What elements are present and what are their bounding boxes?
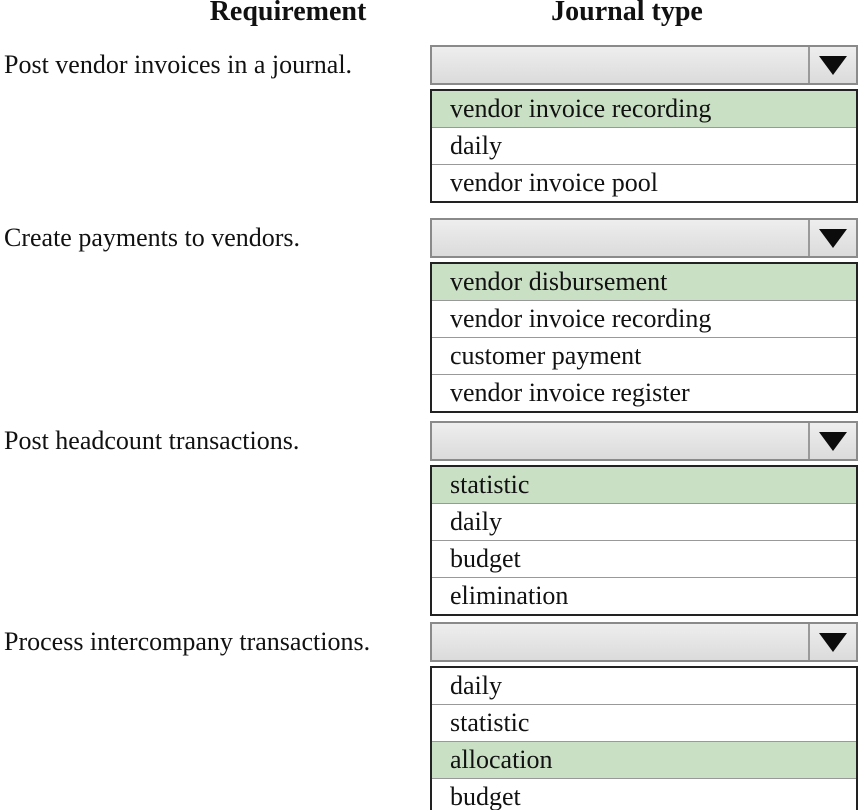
- requirement-label: Post vendor invoices in a journal.: [4, 50, 353, 79]
- dropdown-arrow-button[interactable]: [808, 423, 856, 459]
- journal-type-options-list: daily statistic allocation budget: [430, 666, 858, 810]
- option-vendor-invoice-recording[interactable]: vendor invoice recording: [432, 300, 856, 337]
- requirement-label: Post headcount transactions.: [4, 426, 300, 455]
- requirement-label: Create payments to vendors.: [4, 223, 301, 252]
- option-allocation[interactable]: allocation: [432, 741, 856, 778]
- journal-type-dropdown[interactable]: [430, 45, 858, 85]
- journal-type-column: vendor disbursement vendor invoice recor…: [430, 218, 858, 413]
- option-daily[interactable]: daily: [432, 503, 856, 540]
- requirement-row-post-vendor-invoices: Post vendor invoices in a journal. vendo…: [0, 45, 860, 203]
- chevron-down-icon: [819, 228, 847, 248]
- requirement-row-create-payments: Create payments to vendors. vendor disbu…: [0, 218, 860, 413]
- journal-type-options-list: statistic daily budget elimination: [430, 465, 858, 616]
- option-elimination[interactable]: elimination: [432, 577, 856, 614]
- option-vendor-invoice-pool[interactable]: vendor invoice pool: [432, 164, 856, 201]
- option-vendor-disbursement[interactable]: vendor disbursement: [432, 264, 856, 300]
- column-header-requirement: Requirement: [209, 0, 367, 27]
- dropdown-arrow-button[interactable]: [808, 220, 856, 256]
- option-customer-payment[interactable]: customer payment: [432, 337, 856, 374]
- dropdown-selected-value: [432, 423, 808, 459]
- journal-type-column: daily statistic allocation budget: [430, 622, 858, 810]
- option-budget[interactable]: budget: [432, 778, 856, 810]
- option-daily[interactable]: daily: [432, 668, 856, 704]
- dropdown-selected-value: [432, 220, 808, 256]
- requirement-label: Process intercompany transactions.: [4, 627, 371, 656]
- dropdown-arrow-button[interactable]: [808, 624, 856, 660]
- option-daily[interactable]: daily: [432, 127, 856, 164]
- option-statistic[interactable]: statistic: [432, 704, 856, 741]
- dropdown-selected-value: [432, 624, 808, 660]
- option-budget[interactable]: budget: [432, 540, 856, 577]
- journal-type-dropdown[interactable]: [430, 622, 858, 662]
- option-vendor-invoice-recording[interactable]: vendor invoice recording: [432, 91, 856, 127]
- dropdown-arrow-button[interactable]: [808, 47, 856, 83]
- column-header-journal-type: Journal type: [551, 0, 703, 27]
- dropdown-selected-value: [432, 47, 808, 83]
- option-statistic[interactable]: statistic: [432, 467, 856, 503]
- journal-type-column: statistic daily budget elimination: [430, 421, 858, 616]
- chevron-down-icon: [819, 632, 847, 652]
- journal-type-column: vendor invoice recording daily vendor in…: [430, 45, 858, 203]
- chevron-down-icon: [819, 431, 847, 451]
- requirement-row-post-headcount: Post headcount transactions. statistic d…: [0, 421, 860, 616]
- option-vendor-invoice-register[interactable]: vendor invoice register: [432, 374, 856, 411]
- chevron-down-icon: [819, 55, 847, 75]
- journal-type-options-list: vendor disbursement vendor invoice recor…: [430, 262, 858, 413]
- journal-type-dropdown[interactable]: [430, 218, 858, 258]
- journal-type-options-list: vendor invoice recording daily vendor in…: [430, 89, 858, 203]
- journal-type-dropdown[interactable]: [430, 421, 858, 461]
- requirement-row-process-intercompany: Process intercompany transactions. daily…: [0, 622, 860, 810]
